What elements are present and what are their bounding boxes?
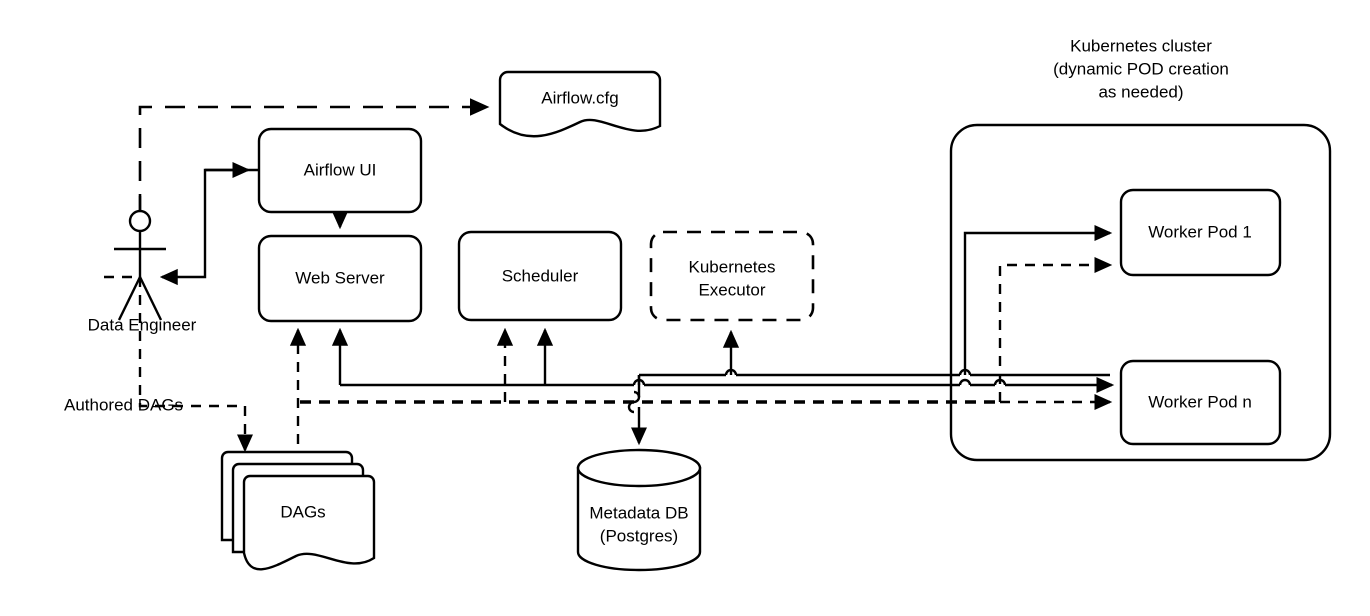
worker-pod-n-shape — [1119, 359, 1282, 446]
metadata-db-label-line2: (Postgres) — [600, 526, 678, 545]
data-engineer-label: Data Engineer — [88, 315, 197, 334]
metadata-db-label-line1: Metadata DB — [589, 503, 688, 522]
dags-shape-front — [242, 474, 376, 571]
web-server-shape — [257, 234, 423, 323]
jump-arc-lower-3 — [993, 378, 1007, 386]
actor-leg-right — [138, 276, 163, 321]
edge-ui-to-engineer — [159, 168, 258, 286]
node-data-engineer[interactable]: Data Engineer — [88, 196, 197, 334]
airflow-cfg-label: Airflow.cfg — [541, 88, 618, 107]
cluster-title-line2: (dynamic POD creation — [1053, 59, 1229, 78]
kubernetes-cluster-container: Kubernetes cluster (dynamic POD creation… — [949, 36, 1332, 462]
node-scheduler[interactable]: Scheduler — [457, 230, 623, 322]
worker-pod-1-label: Worker Pod 1 — [1148, 222, 1252, 241]
airflow-ui-label: Airflow UI — [304, 160, 377, 179]
node-web-server[interactable]: Web Server — [257, 234, 423, 323]
jump-arc-db-riser — [627, 390, 641, 414]
kubernetes-executor-label-line1: Kubernetes — [689, 257, 776, 276]
metadata-db-top — [576, 448, 702, 488]
worker-pod-1-shape — [1119, 188, 1282, 277]
edge-authored-dags — [104, 275, 254, 453]
actor-leg-left — [117, 276, 142, 321]
cluster-title-line1: Kubernetes cluster — [1070, 36, 1212, 55]
scheduler-label: Scheduler — [502, 266, 579, 285]
actor-head — [128, 209, 152, 233]
node-airflow-ui[interactable]: Airflow UI — [257, 127, 423, 214]
kubernetes-executor-label-line2: Executor — [698, 280, 765, 299]
dags-label: DAGs — [280, 502, 325, 521]
airflow-ui-shape — [257, 127, 423, 214]
node-airflow-cfg[interactable]: Airflow.cfg — [498, 70, 662, 138]
jump-arc-lower-2 — [958, 378, 972, 386]
airflow-cfg-shape — [498, 70, 662, 138]
metadata-db-body — [576, 466, 702, 572]
node-worker-pod-1[interactable]: Worker Pod 1 — [1119, 188, 1282, 277]
node-worker-pod-n[interactable]: Worker Pod n — [1119, 359, 1282, 446]
edge-engineer-to-airflow-cfg — [138, 98, 490, 214]
cluster-boundary — [949, 123, 1332, 462]
web-server-label: Web Server — [295, 268, 385, 287]
edge-to-worker-pod-1-solid — [963, 224, 1113, 375]
node-metadata-db[interactable]: Metadata DB (Postgres) — [576, 448, 702, 572]
node-kubernetes-executor[interactable]: Kubernetes Executor — [649, 230, 815, 322]
worker-pod-n-label: Worker Pod n — [1148, 392, 1252, 411]
edge-bus-upper-solid — [637, 373, 1110, 385]
cluster-title-line3: as needed) — [1098, 82, 1183, 101]
edge-label-authored-dags: Authored DAGs — [64, 395, 183, 414]
node-dags[interactable]: DAGs — [220, 450, 376, 571]
edge-dags-to-worker-pod-1 — [998, 256, 1113, 402]
scheduler-shape — [457, 230, 623, 322]
kubernetes-executor-shape — [649, 230, 815, 322]
